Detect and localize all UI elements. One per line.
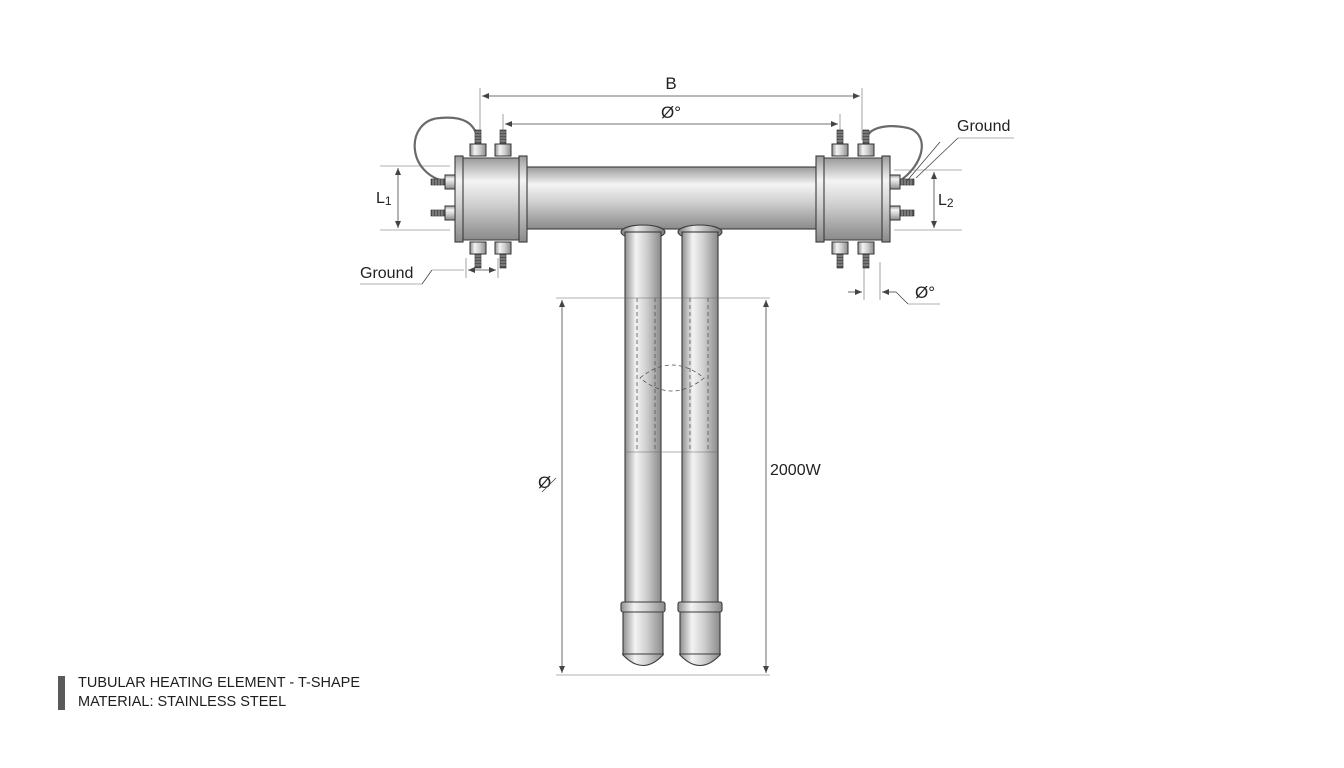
- ground-right-label: Ground: [957, 118, 1010, 135]
- terminal-stud: [469, 129, 487, 157]
- caption-title: TUBULAR HEATING ELEMENT - T-SHAPE: [78, 675, 360, 691]
- ground-left-callout: Ground: [360, 258, 499, 285]
- ground-wire-left: [413, 116, 480, 184]
- dim-l2-label: L: [938, 192, 947, 209]
- right-header: [815, 155, 891, 243]
- dim-l2-subscript: 2: [947, 196, 954, 210]
- side-stud: [889, 205, 915, 221]
- dimension-leg-left: Ø: [538, 297, 770, 676]
- terminal-stud: [469, 241, 487, 269]
- side-stud: [889, 174, 915, 190]
- dim-b-label: B: [665, 74, 676, 93]
- dimension-l2: L2: [894, 169, 962, 231]
- heating-leg-right: [677, 224, 723, 667]
- side-stud: [430, 174, 456, 190]
- dim-phi-right-label: Ø°: [915, 283, 935, 302]
- side-stud: [430, 205, 456, 221]
- dimension-l1: L1: [376, 165, 450, 231]
- power-label: 2000W: [770, 462, 822, 479]
- terminal-stud: [857, 129, 875, 157]
- dimension-b: B: [479, 74, 863, 140]
- main-tube: [519, 166, 823, 230]
- hidden-lines: [625, 298, 718, 453]
- terminal-stud: [831, 241, 849, 269]
- svg-text:L2: L2: [938, 192, 954, 210]
- dimension-phi-top: Ø°: [502, 103, 841, 140]
- svg-text:L1: L1: [376, 190, 392, 208]
- dim-phi-top-label: Ø°: [661, 103, 681, 122]
- side-terminal-studs: [430, 174, 915, 221]
- dim-l1-subscript: 1: [385, 194, 392, 208]
- terminal-stud: [857, 241, 875, 269]
- dimension-phi-right: Ø°: [848, 262, 940, 305]
- ground-left-label: Ground: [360, 265, 413, 282]
- ground-right-callout: Ground: [905, 118, 1014, 183]
- dim-l1-label: L: [376, 190, 385, 207]
- ground-wire-right: [864, 125, 923, 183]
- dim-phi-leg-label: Ø: [538, 473, 551, 492]
- left-header: [454, 155, 528, 243]
- heating-leg-left: [620, 224, 666, 667]
- caption-bar: [58, 676, 65, 710]
- caption-material: MATERIAL: STAINLESS STEEL: [78, 694, 287, 710]
- terminal-stud: [494, 241, 512, 269]
- dimension-leg-right: 2000W: [763, 300, 822, 673]
